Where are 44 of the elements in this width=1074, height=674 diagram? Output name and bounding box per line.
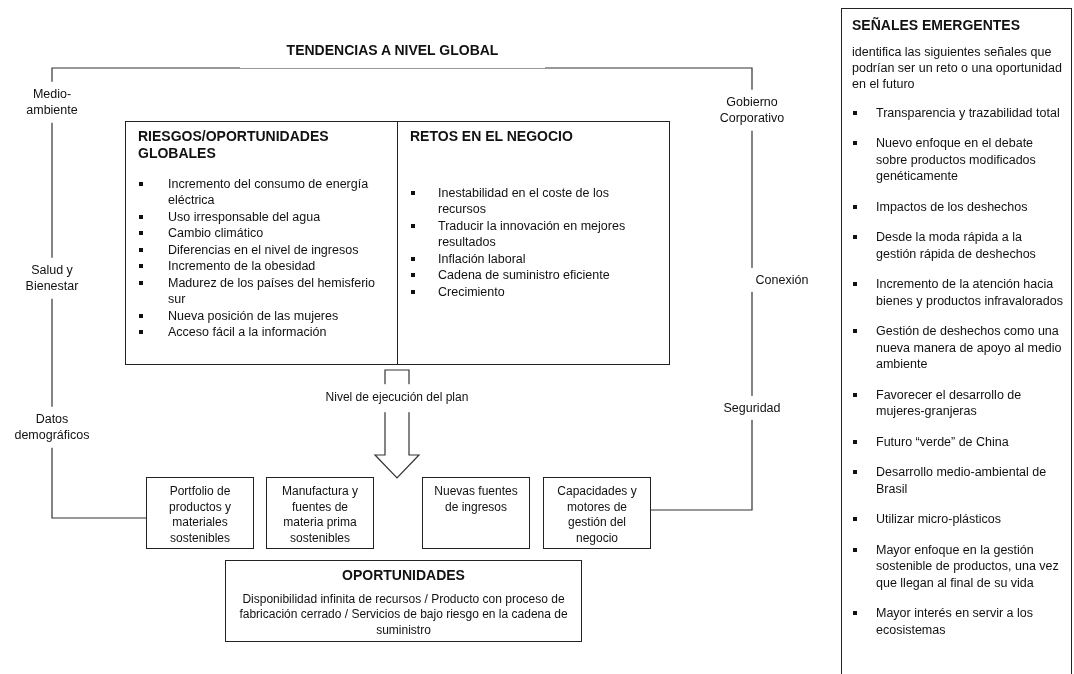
bullet-item: Incremento de la atención hacia bienes y productos infravalorados: [852, 276, 1065, 310]
panel-heading: OPORTUNIDADES: [341, 567, 466, 584]
bullet-item: Traducir la innovación en mejores resultados: [410, 217, 659, 251]
panel-heading: RETOS EN EL NEGOCIO: [410, 128, 574, 145]
panel-heading: SEÑALES EMERGENTES: [852, 17, 1022, 34]
bullet-item: Uso irresponsable del agua: [138, 208, 387, 226]
box-text: Capacidades y motores de gestión del negocio: [556, 484, 638, 547]
bullet-item: Nuevo enfoque en el debate sobre productos modificados genéticamente: [852, 135, 1065, 185]
bullet-item: Madurez de los países del hemisferio sur: [138, 274, 387, 308]
box-text: Manufactura y fuentes de materia prima sostenibles: [280, 484, 359, 547]
bullet-item: Acceso fácil a la información: [138, 324, 387, 341]
box-text: Portfolio de productos y materiales sostenibles: [167, 484, 232, 547]
panel-heading: RIESGOS/OPORTUNIDADES GLOBALES: [138, 128, 330, 162]
bullet-item: Gestión de deshechos como una nueva manera de apoyo al medio ambiente: [852, 323, 1065, 373]
bullet-item: Inestabilidad en el coste de los recursos: [410, 184, 659, 218]
process-box: [422, 477, 530, 549]
process-box: [266, 477, 374, 549]
process-box: [543, 477, 651, 549]
bullet-item: Incremento del consumo de energía eléctrica: [138, 175, 387, 209]
bullet-item: Cambio climático: [138, 225, 387, 242]
bullet-item: Mayor interés en servir a los ecosistemas: [852, 605, 1065, 639]
bullet-item: Diferencias en el nivel de ingresos: [138, 241, 387, 259]
bullet-item: Inflación laboral: [410, 250, 659, 268]
bullet-item: Nueva posición de las mujeres: [138, 307, 387, 325]
list-panel: [841, 8, 1072, 674]
process-box: [146, 477, 254, 549]
bullet-item: Incremento de la obesidad: [138, 258, 387, 275]
bullet-item: Crecimiento: [410, 283, 659, 301]
bullet-item: Impactos de los deshechos: [852, 198, 1065, 216]
bullet-item: Mayor enfoque en la gestión sostenible de productos, una vez que llegan al final de su vida: [852, 541, 1065, 592]
list-panel: [398, 121, 670, 365]
bullet-item: Desde la moda rápida a la gestión rápida de deshechos: [852, 229, 1065, 263]
intro-text: identifica las siguientes señales que podrían ser un reto o una oportunidad en el futuro: [852, 43, 1063, 93]
bullet-item: Transparencia y trazabilidad total: [852, 104, 1065, 122]
box-text: Disponibilidad infinita de recursos / Producto con proceso de fabricación cerrado / Servicios de bajo riesgo en la cadena de suministro: [238, 591, 569, 639]
bullet-item: Cadena de suministro eficiente: [410, 267, 659, 284]
bullet-item: Favorecer el desarrollo de mujeres-granjeras: [852, 386, 1065, 420]
connector-line: [51, 67, 753, 519]
bullet-item: Utilizar micro-plásticos: [852, 511, 1065, 528]
list-panel: [125, 121, 398, 365]
process-box: [225, 560, 582, 642]
bullet-item: Desarrollo medio-ambiental de Brasil: [852, 464, 1065, 498]
box-text: Nuevas fuentes de ingresos: [433, 484, 519, 516]
bullet-item: Futuro “verde” de China: [852, 433, 1065, 451]
